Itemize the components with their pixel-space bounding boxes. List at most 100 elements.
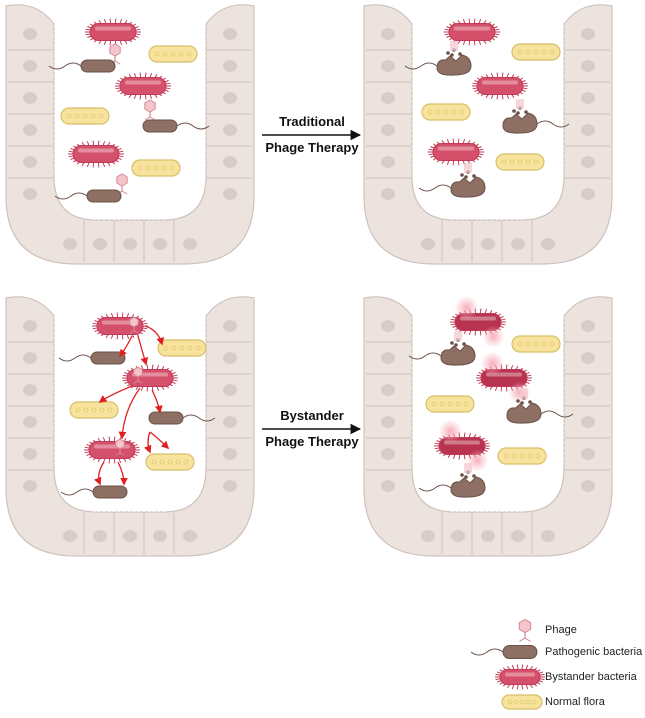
texture-dot <box>186 51 192 57</box>
bystander-highlight <box>454 26 490 31</box>
normal-body <box>60 107 110 125</box>
phage-particle <box>472 174 476 178</box>
pathogenic-bacterium <box>408 331 476 366</box>
phage <box>144 99 156 121</box>
nucleus <box>451 238 465 250</box>
nucleus <box>223 320 237 332</box>
arrow-label-traditional-line1: Traditional <box>279 114 345 129</box>
phage-particle <box>528 400 532 404</box>
texture-dot <box>75 407 81 413</box>
nucleus <box>223 384 237 396</box>
phage <box>129 316 139 334</box>
microvilli <box>412 25 564 220</box>
flagellum <box>182 414 216 422</box>
flagellum <box>176 122 210 130</box>
flagellum <box>418 484 452 492</box>
normal-flora <box>60 107 110 125</box>
normal-texture <box>151 459 189 465</box>
flagellum <box>470 648 504 656</box>
spread-arrows <box>94 325 170 486</box>
nucleus <box>183 530 197 542</box>
normal-flora <box>157 339 207 357</box>
flagellum <box>540 410 574 418</box>
nucleus <box>23 92 37 104</box>
spread-arrow <box>98 385 133 403</box>
flagellum <box>408 352 442 360</box>
texture-dot <box>179 345 185 351</box>
nucleus <box>23 60 37 72</box>
texture-dot <box>175 459 181 465</box>
normal-body <box>145 453 195 471</box>
nucleus <box>481 530 495 542</box>
texture-dot <box>183 459 189 465</box>
bystander-highlight <box>438 146 474 151</box>
bystander-body <box>88 441 136 459</box>
nuclei <box>23 320 237 542</box>
phage-particle <box>462 342 466 346</box>
pathogenic-bacterium <box>404 41 472 76</box>
bystander-body <box>499 669 541 685</box>
phage-particle <box>450 53 454 57</box>
pathogenic-bacterium <box>502 99 570 134</box>
bystander-arrow: Bystander Phage Therapy <box>262 408 362 449</box>
legend: Phage Pathogenic bacteria Bystander bact… <box>470 618 643 710</box>
normal-texture <box>163 345 201 351</box>
nucleus <box>23 28 37 40</box>
nucleus <box>123 238 137 250</box>
texture-dot <box>170 51 176 57</box>
lysis-glow <box>464 463 472 473</box>
flagellum <box>536 120 570 128</box>
nucleus <box>381 28 395 40</box>
spread-arrow <box>137 335 149 366</box>
normal-body <box>421 103 471 121</box>
phage-legs <box>129 330 139 334</box>
texture-dot <box>509 159 515 165</box>
arrow-label-bystander-line1: Bystander <box>280 408 344 423</box>
phage-particle <box>516 111 520 115</box>
phage-head <box>129 316 139 328</box>
texture-dot <box>82 113 88 119</box>
pathogenic-body <box>90 351 126 365</box>
pathogenic-body <box>148 411 184 425</box>
phage-particle <box>446 51 450 55</box>
flagellum <box>48 62 82 70</box>
normal-body <box>425 395 475 413</box>
nuclei <box>23 28 237 250</box>
pathogenic-bacterium <box>58 351 126 365</box>
normal-flora <box>511 335 561 353</box>
nucleus <box>153 238 167 250</box>
texture-dot <box>517 159 523 165</box>
texture-dot <box>74 113 80 119</box>
pathogenic-body-lysed <box>502 112 538 134</box>
bystander-body <box>476 77 524 95</box>
phage-particle <box>516 399 520 403</box>
texture-dot <box>83 407 89 413</box>
pathogenic-bacterium <box>418 163 486 198</box>
texture-dot <box>187 345 193 351</box>
normal-texture <box>507 699 537 705</box>
bystander-body <box>89 23 137 41</box>
nucleus <box>381 416 395 428</box>
nucleus <box>381 60 395 72</box>
texture-dot <box>525 49 531 55</box>
nucleus <box>23 416 37 428</box>
nucleus <box>23 448 37 460</box>
nucleus <box>381 352 395 364</box>
legend-pathogenic-icon <box>470 645 538 659</box>
pathogenic-body-lysed <box>450 176 486 198</box>
spread-arrow <box>118 387 141 440</box>
texture-dot <box>167 459 173 465</box>
texture-dot <box>91 407 97 413</box>
nucleus <box>223 60 237 72</box>
texture-dot <box>98 113 104 119</box>
texture-dot <box>517 49 523 55</box>
nucleus <box>183 238 197 250</box>
pathogenic-bacterium <box>54 189 122 203</box>
bystander-bacterium <box>68 140 124 168</box>
nucleus <box>93 238 107 250</box>
nucleus <box>223 28 237 40</box>
flagellum <box>60 488 94 496</box>
nucleus <box>581 416 595 428</box>
legend-label-pathogenic: Pathogenic bacteria <box>545 646 643 658</box>
pathogenic-bacterium <box>418 463 486 498</box>
